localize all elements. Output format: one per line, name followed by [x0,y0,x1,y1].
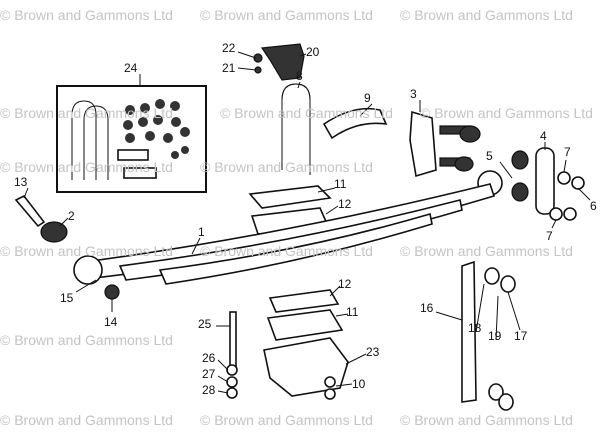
shackle-plate [535,147,555,215]
callout-19: 19 [488,329,502,343]
callout-1: 1 [198,225,205,239]
front-bolt [14,194,46,228]
bush [454,156,474,172]
callout-24: 24 [124,61,138,75]
watermark-text: © Brown and Gammons Ltd [200,412,373,428]
upper-pad [248,185,332,209]
watermark-text: © Brown and Gammons Ltd [400,7,573,23]
watermark-text: © Brown and Gammons Ltd [0,7,173,23]
callout-18: 18 [468,321,482,335]
callout-12: 12 [338,277,352,291]
nut [571,176,585,190]
bump-stop [260,43,305,81]
callout-22: 22 [222,41,236,55]
nut [226,376,238,388]
nut [500,275,516,293]
callout-28: 28 [202,383,216,397]
watermark-text: © Brown and Gammons Ltd [0,105,173,121]
callout-10: 10 [352,377,366,391]
leader-lines [23,51,591,394]
washer [488,383,504,401]
callout-14: 14 [104,315,118,329]
bolt [229,311,237,367]
callout-12: 12 [338,197,352,211]
lower-pad [266,309,344,341]
nut [498,393,514,411]
nut [563,207,577,221]
watermark-text: © Brown and Gammons Ltd [220,105,393,121]
kit-contents [71,99,190,180]
callout-5: 5 [486,149,493,163]
callout-15: 15 [60,291,74,305]
callout-26: 26 [202,351,216,365]
watermark-text: © Brown and Gammons Ltd [200,243,373,259]
nut [253,53,263,63]
callout-25: 25 [198,317,212,331]
watermark-text: © Brown and Gammons Ltd [400,412,573,428]
kit-box [56,85,207,193]
callout-6: 6 [590,199,597,213]
nut [549,207,563,221]
callout-8: 8 [296,69,303,83]
nut [104,284,120,300]
watermark-text: © Brown and Gammons Ltd [400,243,573,259]
front-bush [40,221,68,243]
callout-labels: 1234567789101111121213141516171819202122… [14,41,597,397]
watermark-text: © Brown and Gammons Ltd [200,159,373,175]
callout-9: 9 [364,91,371,105]
bush [511,182,529,202]
callout-4: 4 [540,129,547,143]
watermark-text: © Brown and Gammons Ltd [0,332,173,348]
washer [226,387,238,399]
nut [324,388,336,400]
watermark-text: © Brown and Gammons Ltd [0,243,173,259]
lower-pad [268,289,340,313]
watermark-text: © Brown and Gammons Ltd [200,7,373,23]
leaf-spring [73,183,496,285]
nut [324,376,336,388]
washer [226,364,238,376]
callout-17: 17 [514,329,528,343]
callout-7: 7 [564,145,571,159]
spring-cover [322,107,388,140]
bush [511,150,529,170]
callout-21: 21 [222,61,236,75]
bush [459,125,481,143]
watermark-text: © Brown and Gammons Ltd [0,159,173,175]
watermark-text: © Brown and Gammons Ltd [420,105,593,121]
spring-plate [263,337,349,397]
callout-11: 11 [346,305,359,319]
washer [484,267,500,285]
callout-23: 23 [366,345,380,359]
link-arm [461,260,477,403]
nut [557,171,571,185]
callout-20: 20 [306,45,320,59]
callout-7: 7 [546,229,553,243]
callout-13: 13 [14,175,28,189]
watermark-text: © Brown and Gammons Ltd [0,412,173,428]
callout-27: 27 [202,367,216,381]
callout-3: 3 [410,87,417,101]
callout-2: 2 [68,209,75,223]
shackle-bracket [409,110,437,178]
watermarks: © Brown and Gammons Ltd © Brown and Gammo… [0,7,593,428]
callout-16: 16 [420,301,434,315]
callout-11: 11 [334,177,347,191]
